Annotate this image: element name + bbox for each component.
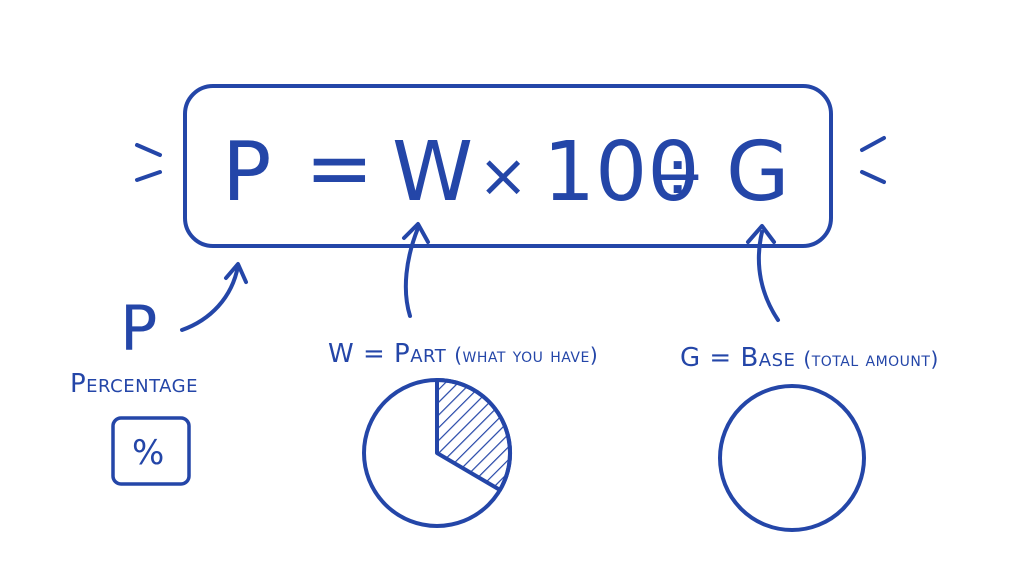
part-note: (what you have) <box>454 343 598 367</box>
formula-w: W <box>392 125 473 220</box>
part-label: Part <box>394 339 447 369</box>
part-prefix: W = <box>328 339 394 369</box>
base-section: G = Base (total amount) <box>680 343 939 532</box>
base-note: (total amount) <box>803 347 938 371</box>
arrow-to-g <box>746 224 780 322</box>
percentage-letter: P <box>120 292 157 365</box>
formula-p: P <box>222 125 271 220</box>
formula-hundred: 100 <box>543 125 700 220</box>
svg-text:W = Part(what you have): W = Part (what you have) <box>328 339 598 369</box>
svg-text:G = Base(total amount): G = Base (total amount) <box>680 343 939 373</box>
part-section: W = Part (what you have) <box>328 339 598 528</box>
percentage-section: P Percentage % <box>70 292 198 486</box>
formula: P = W × 100 ÷ G <box>222 121 790 220</box>
formula-box <box>183 84 833 248</box>
formula-equals: = <box>305 121 374 216</box>
part-pie-slice <box>435 378 513 492</box>
base-label: Base <box>740 343 795 373</box>
base-prefix: G = <box>680 343 740 373</box>
percentage-label: Percentage <box>70 369 198 399</box>
formula-times: × <box>478 141 528 211</box>
formula-g: G <box>726 125 790 220</box>
formula-divide: ÷ <box>650 137 705 214</box>
left-emphasis-marks <box>135 143 162 182</box>
percent-symbol: % <box>132 433 164 473</box>
right-emphasis-marks <box>860 136 886 184</box>
arrow-to-w <box>402 222 430 318</box>
arrow-to-p <box>180 262 248 332</box>
base-circle <box>718 384 866 532</box>
percent-box <box>111 416 191 486</box>
